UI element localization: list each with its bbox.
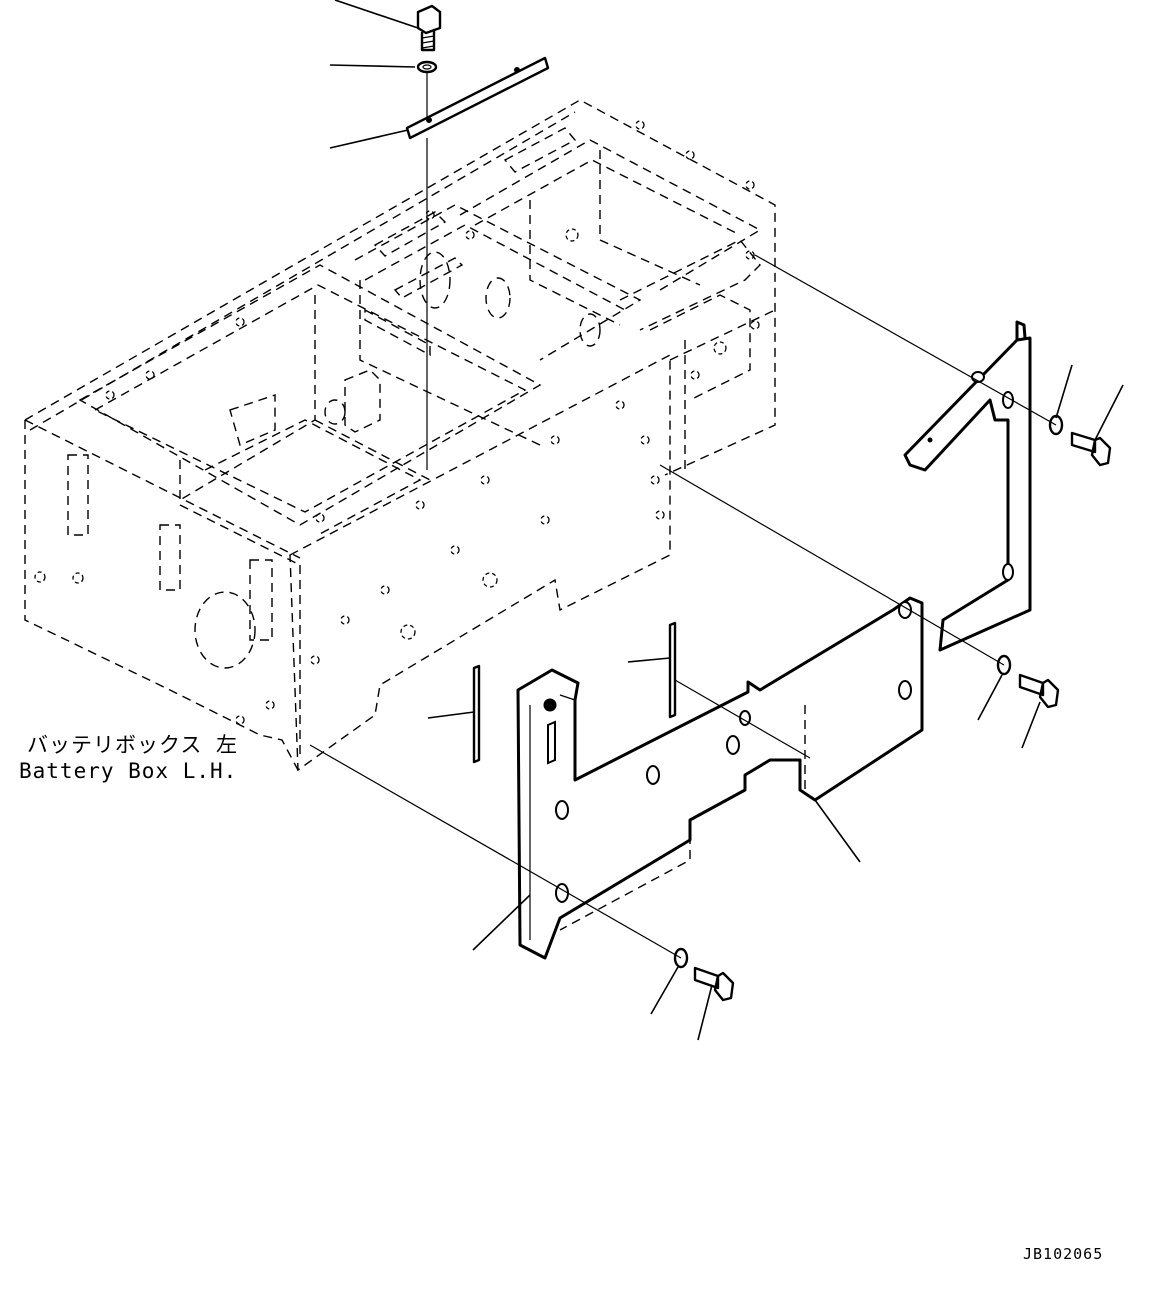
leader-lines [329,0,1124,1041]
bolt-washer-middle-right [996,654,1060,709]
callout-label-english: Battery Box L.H. [19,759,238,783]
drawing-code: JB102065 [1023,1245,1104,1263]
top-strap-assembly [405,4,550,470]
assembly-lines [309,254,1057,959]
bolt-washer-upper-right [1048,414,1112,467]
bolt-washer-lower [673,947,735,1002]
upper-bracket [903,320,1032,652]
battery-cover-panel [516,596,924,960]
battery-box-frame [24,99,776,772]
insulating-strips [472,621,677,764]
callout-label-japanese: バッテリボックス 左 [27,733,239,757]
